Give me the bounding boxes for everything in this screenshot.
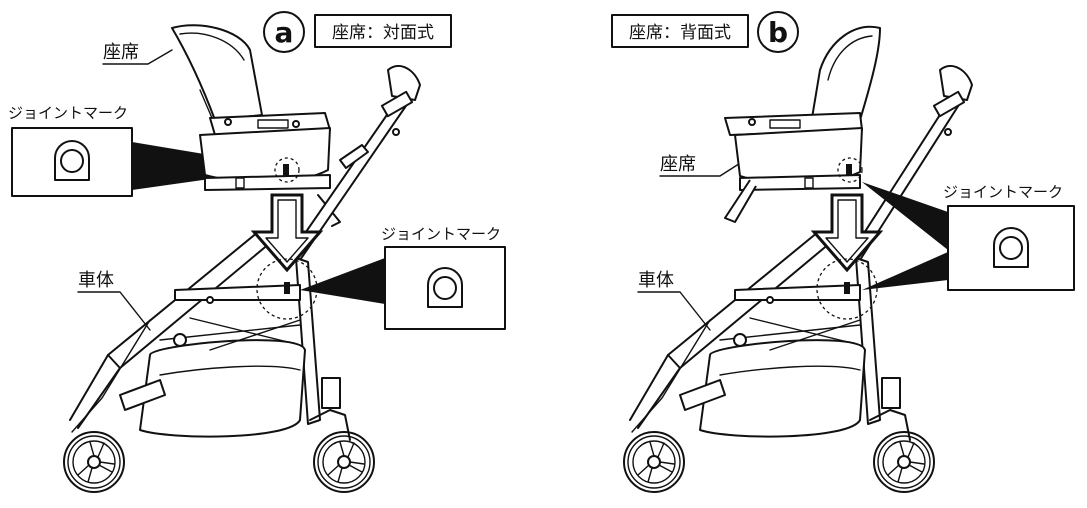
panel-b-body-label: 車体 xyxy=(638,270,674,291)
panel-a: a 座席：対面式 座席 ジョイントマーク xyxy=(8,11,506,493)
badge-a: a xyxy=(263,11,305,53)
front-wheel xyxy=(873,431,935,493)
panel-b-joint-label: ジョイントマーク xyxy=(943,183,1063,201)
joint-mark-icon xyxy=(54,140,90,181)
panel-a-seat-label: 座席 xyxy=(103,42,139,63)
panel-a-joint-label-top: ジョイントマーク xyxy=(8,104,128,122)
panel-a-body-label: 車体 xyxy=(78,270,114,291)
panel-b-seat-label: 座席 xyxy=(660,154,696,175)
panel-b-seat xyxy=(724,25,881,223)
panel-a-joint-label-bottom: ジョイントマーク xyxy=(381,225,501,243)
badge-a-text: a xyxy=(275,16,294,49)
rear-wheel xyxy=(63,431,125,493)
panel-a-handle xyxy=(289,65,421,261)
panel-a-seat xyxy=(171,24,341,227)
badge-b-text: b xyxy=(768,16,788,49)
panel-b: 座席：背面式 b 座席 xyxy=(611,11,1075,493)
rear-wheel xyxy=(623,431,685,493)
panel-a-title: 座席：対面式 xyxy=(332,23,434,43)
joint-mark-icon xyxy=(427,267,463,308)
front-wheel xyxy=(313,431,375,493)
badge-b: b xyxy=(757,11,799,53)
panel-b-title: 座席：背面式 xyxy=(629,23,731,43)
panel-b-handle xyxy=(849,65,973,261)
joint-mark-icon xyxy=(993,227,1029,268)
